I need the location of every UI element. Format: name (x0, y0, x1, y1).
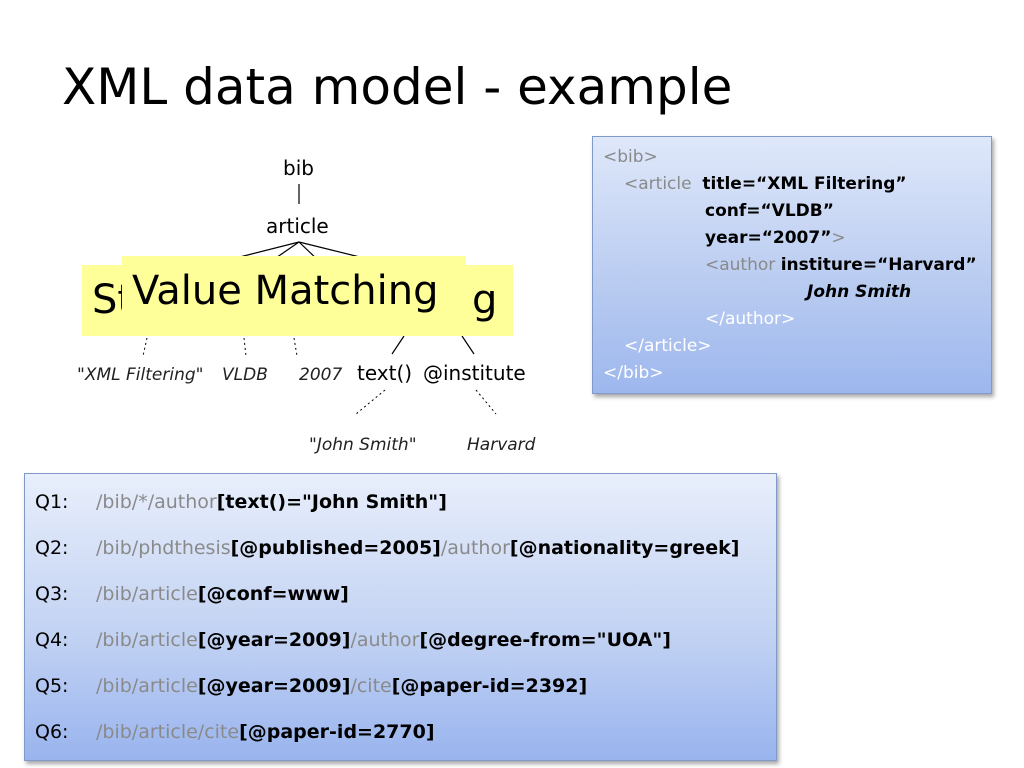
query-predicate: [@degree-from="UOA"] (419, 629, 671, 651)
tree-node-article: article (266, 214, 329, 238)
query-predicate: [@nationality=greek] (509, 537, 740, 559)
query-path: /bib/article (96, 629, 198, 651)
xml-code-box: <bib> <article title=“XML Filtering” con… (592, 136, 992, 394)
query-list-box: Q1: /bib/*/author[text()="John Smith"] Q2:… (24, 473, 777, 761)
query-label: Q3: (35, 583, 69, 605)
tree-value-institute: Harvard (467, 435, 536, 455)
tree-node-text: text() (357, 361, 413, 385)
query-label: Q4: (35, 629, 69, 651)
query-row: Q5: /bib/article[@year=2009]/cite[@paper-… (35, 675, 587, 697)
back-callout-suffix: g (472, 277, 498, 323)
query-predicate: [@year=2009] (197, 675, 351, 697)
query-row: Q4: /bib/article[@year=2009]/author[@degr… (35, 629, 671, 651)
query-path: /bib/phdthesis (96, 537, 231, 559)
query-predicate: [@paper-id=2392] (391, 675, 588, 697)
xml-line-article-tag: <article (624, 174, 692, 194)
tree-value-conf: VLDB (222, 365, 268, 385)
tree-value-author-name: "John Smith" (309, 435, 417, 455)
dashed-edge-conf (243, 337, 247, 357)
query-predicate: [@year=2009] (197, 629, 351, 651)
query-label: Q6: (35, 721, 69, 743)
tree-node-bib: bib (283, 156, 314, 180)
query-label: Q5: (35, 675, 69, 697)
tree-value-year: 2007 (299, 365, 343, 385)
query-row: Q2: /bib/phdthesis[@published=2005]/autho… (35, 537, 739, 559)
xml-line-title-attr: title=“XML Filtering” (702, 174, 907, 194)
xml-line-article-close: </article> (624, 336, 712, 356)
value-matching-label: Value Matching (132, 268, 439, 314)
query-row: Q1: /bib/*/author[text()="John Smith"] (35, 491, 447, 513)
slide-title: XML data model - example (62, 58, 733, 116)
xml-line-conf-attr: conf=“VLDB” (705, 201, 834, 221)
xml-line-bib-close: </bib> (603, 363, 664, 383)
query-predicate: [@paper-id=2770] (239, 721, 435, 743)
query-predicate: [@published=2005] (230, 537, 441, 559)
query-path: /bib/*/author (96, 491, 217, 513)
xml-line-author-text: John Smith (807, 282, 912, 302)
tree-value-title: "XML Filtering" (77, 365, 204, 385)
xml-line-author-close: </author> (705, 309, 796, 329)
query-path: /author (440, 537, 510, 559)
query-row: Q3: /bib/article[@conf=www] (35, 583, 349, 605)
dashed-edge-year (293, 337, 298, 357)
query-path: /bib/article (96, 675, 198, 697)
query-row: Q6: /bib/article/cite[@paper-id=2770] (35, 721, 435, 743)
xml-line-author-tag: <author (705, 255, 776, 275)
dashed-edge-author-name (355, 389, 386, 415)
xml-line-bib-open: <bib> (603, 147, 658, 167)
query-predicate: [@conf=www] (197, 583, 349, 605)
edge-to-text-node (391, 335, 405, 355)
query-path: /bib/article (96, 583, 198, 605)
dashed-edge-title (142, 337, 148, 357)
value-matching-callout: Value Matching (122, 256, 466, 328)
tree-node-institute: @institute (423, 361, 526, 385)
query-label: Q1: (35, 491, 69, 513)
xml-line-institute-attr: institure=“Harvard” (780, 255, 977, 275)
query-predicate: [text()="John Smith"] (216, 491, 447, 513)
query-label: Q2: (35, 537, 69, 559)
dashed-edge-institute (475, 389, 497, 415)
query-path: /author (350, 629, 420, 651)
query-path: /cite (350, 675, 392, 697)
edge-to-institute-node (461, 335, 475, 355)
xml-line-article-close-bracket: > (831, 228, 846, 248)
xml-line-year-attr: year=“2007” (705, 228, 832, 248)
query-path: /bib/article/cite (96, 721, 240, 743)
